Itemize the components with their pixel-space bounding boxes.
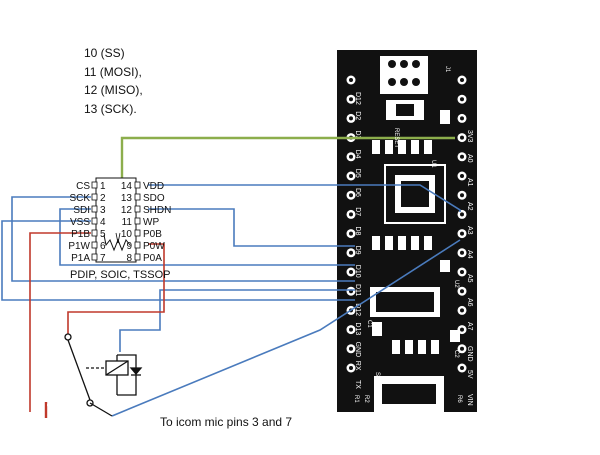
chip-pin-number-3: 3 — [100, 205, 106, 216]
silk-label: U1 — [430, 160, 436, 168]
board-left-label: D8 — [354, 226, 361, 235]
chip-pin-number-6: 6 — [100, 241, 106, 252]
spi-note-miso: 12 (MISO), — [84, 83, 143, 98]
chip-body — [95, 177, 137, 263]
board-right-label: A7 — [466, 322, 473, 331]
right-pin-pads — [457, 75, 467, 373]
chip-pin-label-9: P0W — [143, 241, 165, 252]
silk-label: R1 — [353, 395, 359, 403]
chip-pin-number-8: 8 — [126, 253, 132, 264]
wire-vdd-blue — [148, 184, 461, 212]
chip-pin-label-4: VSS — [70, 217, 90, 228]
wire-gnd-blue — [111, 239, 461, 417]
board-right-label: A0 — [466, 154, 473, 163]
board-left-label: D9 — [354, 246, 361, 255]
chip-pin-label-8: P0A — [143, 253, 162, 264]
board-right-label: A3 — [466, 226, 473, 235]
board-left-label: TX — [354, 380, 361, 389]
chip-pin-label-6: P1W — [68, 241, 90, 252]
board-right-label: GND — [466, 346, 473, 362]
chip-pin-label-3: SDI — [73, 205, 90, 216]
board-left-label: D7 — [354, 207, 361, 216]
board-right-label: A6 — [466, 298, 473, 307]
silk-label: S1 — [374, 372, 380, 380]
chip-pin-label-14: VDD — [143, 181, 164, 192]
silk-label: C2 — [453, 350, 459, 358]
board-right-label: A4 — [466, 250, 473, 259]
board-right-label: A2 — [466, 202, 473, 211]
board-left-label: D10 — [354, 265, 361, 278]
board-left-label: D3 — [354, 130, 361, 139]
board-left-label: D13 — [354, 322, 361, 335]
board-left-label: D11 — [354, 284, 361, 296]
wire-relay-blue-1 — [119, 289, 355, 352]
chip-pin-number-13: 13 — [121, 193, 133, 204]
chip-pin-label-7: P1A — [71, 253, 90, 264]
chip-pin-label-10: P0B — [143, 229, 162, 240]
silk-label: C1 — [366, 320, 372, 328]
silk-label: R2 — [363, 395, 369, 403]
chip-pin-number-5: 5 — [100, 229, 106, 240]
chip-pin-number-12: 12 — [121, 205, 133, 216]
board-left-label: D2 — [354, 111, 361, 120]
wire-sck-blue — [11, 196, 355, 282]
board-right-label: A5 — [466, 274, 473, 283]
wire-vss-blue — [1, 220, 355, 301]
board-left-label: D4 — [354, 150, 361, 159]
silk-label: RESET — [393, 128, 399, 148]
board-right-label: 3V3 — [466, 130, 473, 143]
smd-components — [372, 110, 460, 354]
silk-label: J1 — [444, 66, 450, 73]
spi-note-ss: 10 (SS) — [84, 46, 125, 60]
chip-pin-number-14: 14 — [121, 181, 133, 192]
board-left-label: D6 — [354, 188, 361, 197]
board-left-label: D5 — [354, 169, 361, 178]
wire-sdi-blue — [59, 208, 355, 266]
wire-p0w-red — [67, 243, 165, 334]
caption-text: To icom mic pins 3 and 7 — [160, 415, 292, 429]
board-left-label: RX — [354, 361, 361, 371]
relay — [47, 333, 143, 417]
chip-pin-number-1: 1 — [100, 181, 106, 192]
chip-pin-label-11: WP — [143, 217, 159, 228]
chip-pin-label-13: SDO — [143, 193, 165, 204]
board-right-label: A1 — [466, 178, 473, 187]
wire-shdn-blue — [148, 208, 355, 247]
chip-pin-number-11: 11 — [122, 217, 133, 228]
chip-pin-label-2: SCK — [69, 193, 90, 204]
board-left-label: D12 — [354, 303, 361, 316]
chip-pin-number-4: 4 — [100, 217, 106, 228]
board-right-label: VIN — [466, 394, 473, 406]
spi-pin-notes: 10 (SS) 11 (MOSI), 12 (MISO), 13 (SCK). — [84, 44, 143, 118]
spi-note-sck: 13 (SCK). — [84, 101, 137, 116]
chip-pin-number-10: 10 — [121, 229, 133, 240]
wire-p1b-red — [29, 232, 91, 412]
silk-label: U2 — [453, 280, 459, 288]
spi-note-mosi: 11 (MOSI), — [84, 64, 142, 79]
left-pin-pads — [346, 75, 356, 373]
resistor-symbol — [103, 234, 131, 252]
silk-label: R6 — [456, 395, 462, 403]
chip-pin-label-5: P1B — [71, 229, 90, 240]
chip-pin-label-12: SHDN — [143, 205, 171, 216]
chip-pin-number-2: 2 — [100, 193, 106, 204]
board-left-label: D12 — [354, 92, 361, 105]
chip-pin-number-7: 7 — [100, 253, 106, 264]
chip-pin-number-9: 9 — [126, 241, 132, 252]
board-left-label: GND — [354, 342, 361, 358]
chip-pin-label-1: CS — [76, 181, 90, 192]
wires — [1, 136, 461, 418]
board-right-label: 5V — [466, 370, 473, 379]
chip-package-label: PDIP, SOIC, TSSOP — [70, 269, 170, 281]
